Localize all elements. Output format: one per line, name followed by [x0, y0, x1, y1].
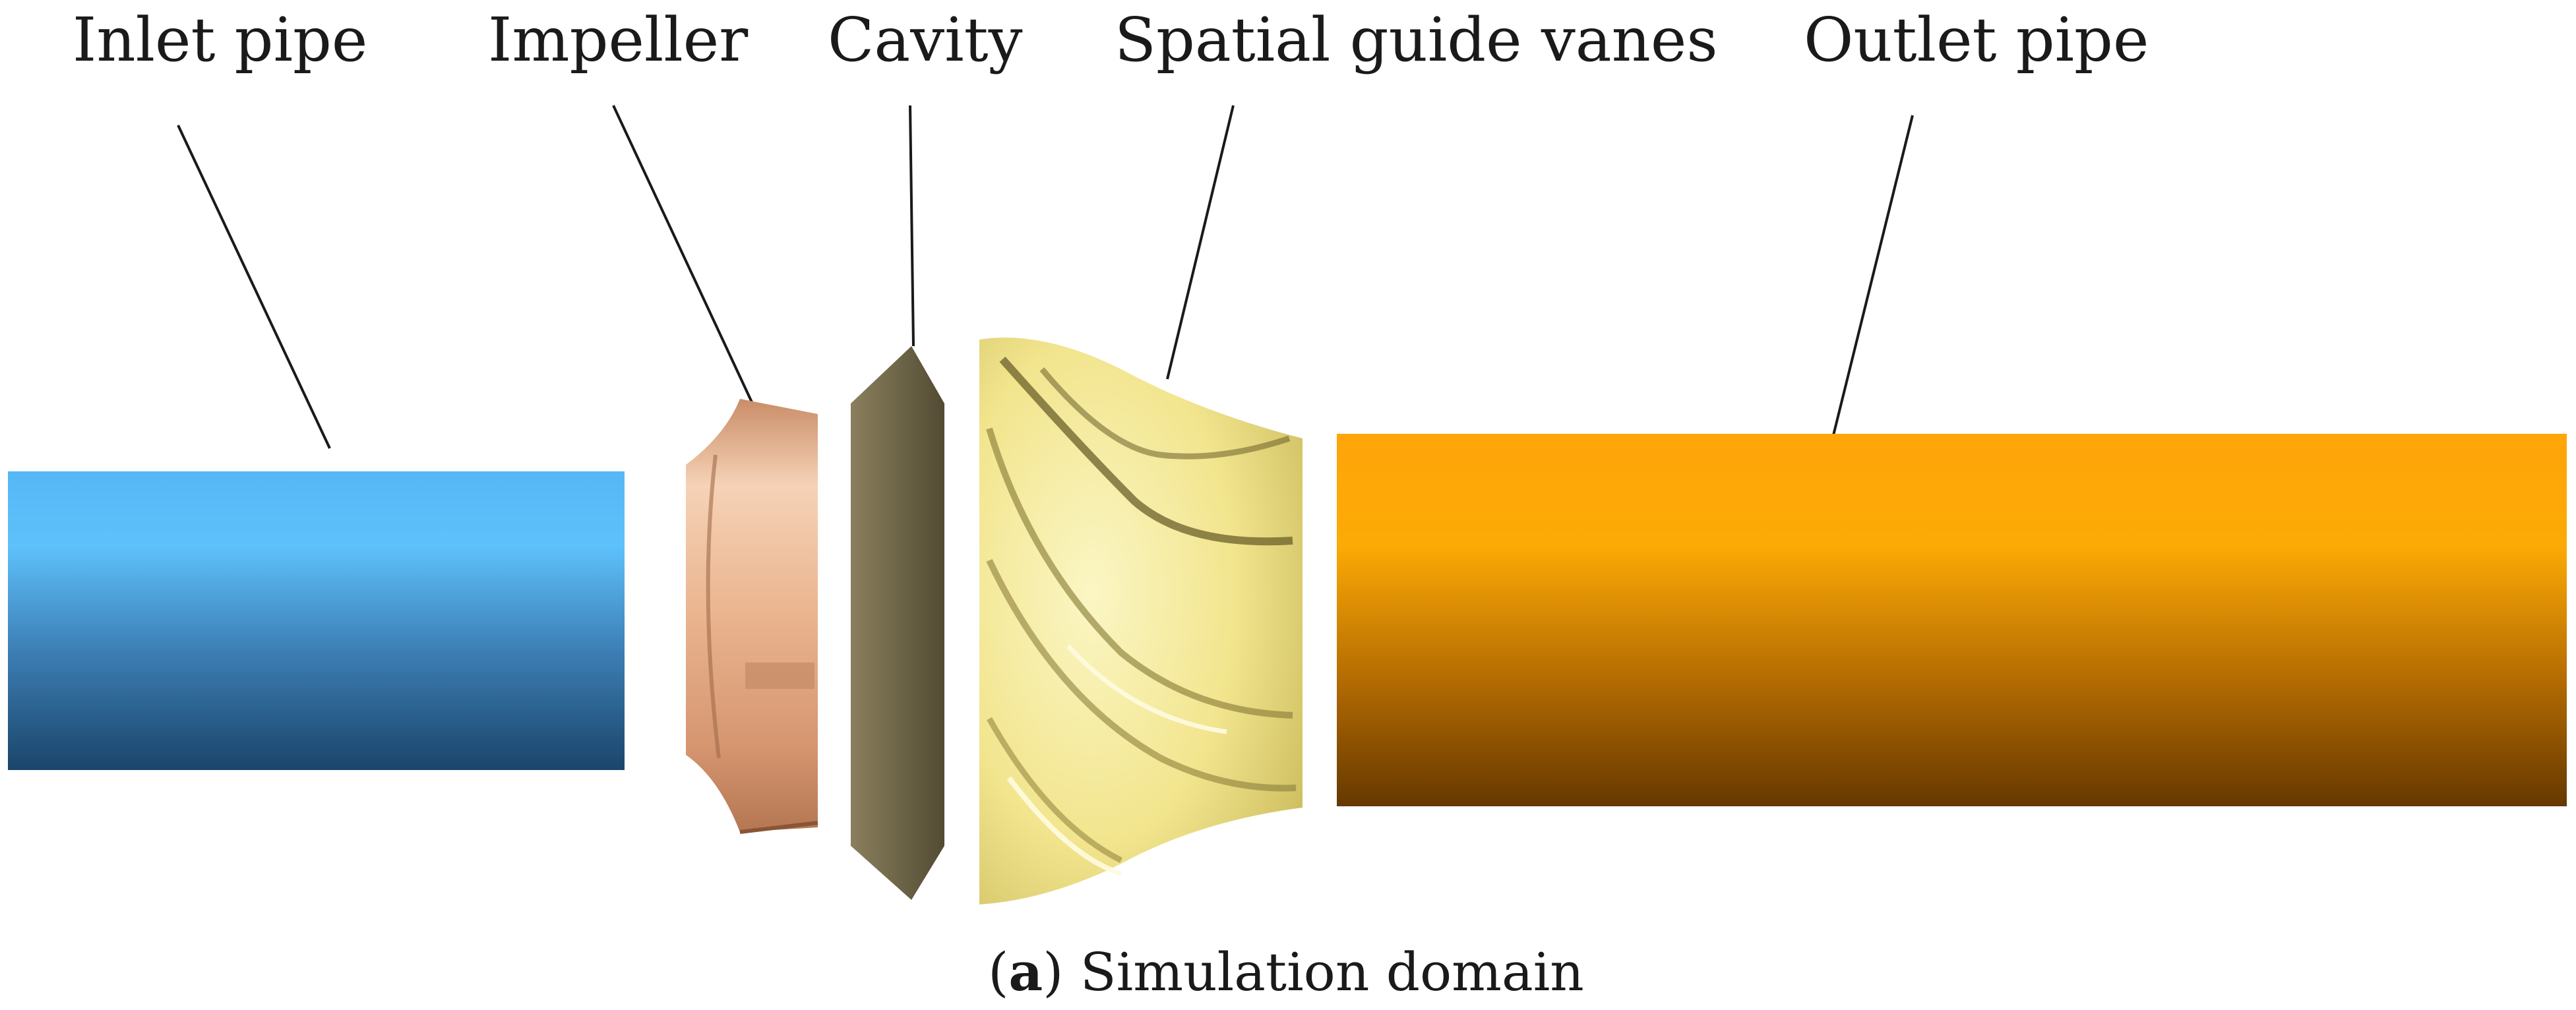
figure-caption: (a) Simulation domain [988, 941, 1584, 1003]
label-impeller: Impeller [488, 5, 748, 75]
label-spatial-guide-vanes: Spatial guide vanes [1115, 5, 1718, 75]
inlet-pipe-leader [177, 125, 331, 449]
spatial-guide-vanes-leader [1166, 105, 1235, 380]
inlet-pipe [8, 471, 625, 770]
label-cavity: Cavity [828, 5, 1023, 75]
label-inlet-pipe: Inlet pipe [73, 5, 367, 75]
cavity-leader [909, 105, 915, 347]
outlet-pipe [1337, 434, 2567, 806]
caption-letter: a [1008, 941, 1043, 1003]
caption-text: Simulation domain [1080, 941, 1584, 1003]
impeller-leader [612, 105, 753, 403]
impeller [686, 399, 818, 834]
spatial-guide-vanes [979, 338, 1303, 905]
outlet-pipe-leader [1832, 115, 1914, 436]
cavity [851, 346, 944, 900]
label-outlet-pipe: Outlet pipe [1804, 5, 2149, 75]
